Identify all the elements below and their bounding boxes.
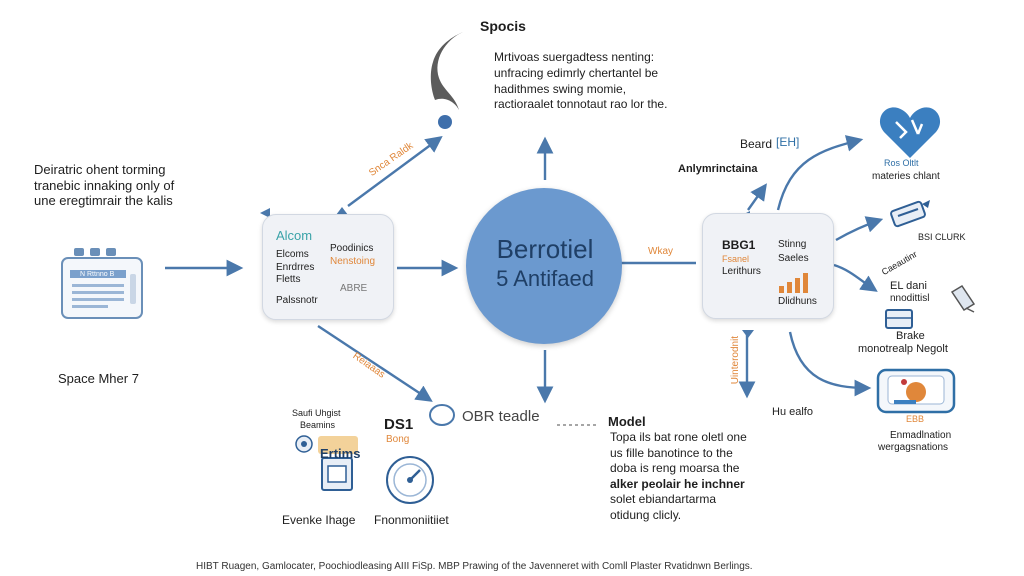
top-description: Mrtivoas suergadtess nenting: unfracing … (494, 50, 667, 113)
board-icon (876, 368, 956, 414)
center-node (466, 188, 622, 344)
right-box-arrow-down (742, 330, 754, 338)
right-box-item: Lerithurs (722, 266, 761, 278)
left-box-arrow-up (336, 207, 348, 215)
arrow-left-box-to-search (317, 324, 433, 402)
arrow-right-to-pen (835, 216, 884, 242)
left-description: Deiratric ohent torming tranebic innakin… (34, 162, 174, 209)
right-box-top-label2: [EH] (776, 135, 800, 149)
arrow-right-to-heart (776, 135, 864, 211)
right-icon-label-a: Ros Oltlt (884, 158, 919, 168)
left-box-item: ABRE (340, 283, 368, 294)
right-icon-label-b: nnodittisl (890, 293, 930, 304)
arrow-right-to-phone (833, 263, 878, 292)
model-line: otidung clicly. (610, 507, 682, 522)
right-box (702, 213, 834, 319)
device-label: Space Mher 7 (58, 371, 139, 386)
left-box-item: Poodinics (330, 243, 374, 254)
monitor-icon (61, 248, 143, 319)
search-icon (429, 404, 455, 426)
model-description: Topa ils bat rone oletl one us fille ban… (610, 430, 747, 524)
footer-text: HIBT Ruagen, Gamlocater, Poochiodleasing… (196, 561, 753, 572)
stack-title: Ertims (320, 446, 361, 461)
right-icon-label-b: monotrealp Negolt (858, 343, 948, 355)
book-icon (885, 309, 913, 329)
left-box-item: Enrdrres (276, 261, 315, 273)
left-box-item: Palssnotr (276, 294, 318, 306)
device (60, 244, 144, 320)
left-desc-line: Deiratric ohent torming (34, 162, 166, 177)
center-line2: 5 Antifaed (496, 266, 594, 291)
bar-chart-icon (779, 273, 808, 293)
heart-icon (879, 107, 941, 158)
right-icon-label-a: BSI CLURK (918, 232, 966, 242)
model-line: Topa ils bat rone oletl one (610, 430, 747, 444)
ds-title: DS1 (384, 416, 414, 433)
event-label: Evenke Ihage (282, 513, 356, 527)
right-box-header: Anlymrinctaina (678, 163, 758, 175)
right-icon-label-b: materies chlant (872, 171, 940, 182)
arrow-left-box-to-top (347, 136, 443, 207)
right-icon-label-b: wergagsnations (878, 442, 949, 453)
left-box-col2: Poodinics Nenstoing ABRE (330, 242, 375, 295)
hu-label: Hu ealfo (772, 406, 813, 418)
left-desc-line: tranebic innaking only of (34, 177, 175, 193)
left-box-title: Alcom (276, 228, 313, 243)
frame-label: Fnonmoniitiiet (374, 513, 449, 527)
center-line1: Berrotiel (496, 234, 594, 264)
top-title: Spocis (480, 18, 526, 34)
arrow-right-to-beard (747, 183, 767, 211)
pen-icon (890, 200, 930, 228)
gauge-icon (386, 456, 434, 504)
right-icon-label-a: Enmadlnation (890, 430, 952, 441)
left-box (262, 214, 394, 320)
left-box-item: Elcoms (276, 249, 309, 260)
arrow-label-right: Wkay (648, 246, 673, 257)
right-icon-label-a: EL dani (890, 280, 927, 292)
right-icon-label-a: Brake (896, 330, 925, 342)
right-box-item: BBG1 (722, 238, 756, 252)
model-line: alker peolair he inchner (610, 476, 745, 491)
right-box-col1: BBG1 Fsanel Lerithurs (722, 238, 761, 278)
board-caption: EBB (906, 414, 925, 424)
stack-label: Saufi Uhgist (292, 408, 341, 418)
arrow-label-right-vertical: Uinterodnit (730, 335, 742, 385)
top-desc-line: hadithmes swing momie, (494, 81, 627, 96)
right-box-col2-bottom: Dlidhuns (778, 296, 817, 307)
model-line: us fille banotince to the (610, 445, 733, 460)
left-box-item: Nenstoing (330, 256, 376, 267)
top-desc-line: unfracing edimrly chertantel be (494, 65, 659, 80)
arrow-right-to-board (788, 331, 872, 397)
model-line: solet ebiandartarma (610, 492, 717, 507)
right-box-col2: Stinng Saeles (778, 238, 809, 265)
search-label: OBR teadle (462, 408, 540, 425)
left-desc-line: une eregtimrair the kalis (34, 193, 173, 209)
top-figure (425, 30, 475, 130)
left-box-item: Fletts (276, 274, 301, 285)
ds-sub: Bong (386, 434, 410, 445)
figure-icon (430, 32, 463, 129)
top-desc-line: ractioraalet tonnotaut rao lor the. (494, 97, 668, 112)
top-desc-line: Mrtivoas suergadtess nenting: (494, 50, 655, 64)
right-box-item: Saeles (778, 252, 809, 264)
model-title: Model (608, 414, 646, 429)
model-line: doba is reng moarsa the (610, 461, 740, 476)
stack-icon (295, 435, 358, 491)
right-box-top-label: Beard (740, 137, 773, 151)
phone-icon (950, 284, 976, 313)
right-box-item: Stinng (778, 239, 807, 250)
stack-label: Beamins (300, 420, 336, 430)
right-box-item: Fsanel (722, 253, 750, 264)
left-box-col1: Elcoms Enrdrres Fletts Palssnotr (276, 249, 318, 307)
device-screen-title: N Rttnno B (80, 271, 115, 278)
